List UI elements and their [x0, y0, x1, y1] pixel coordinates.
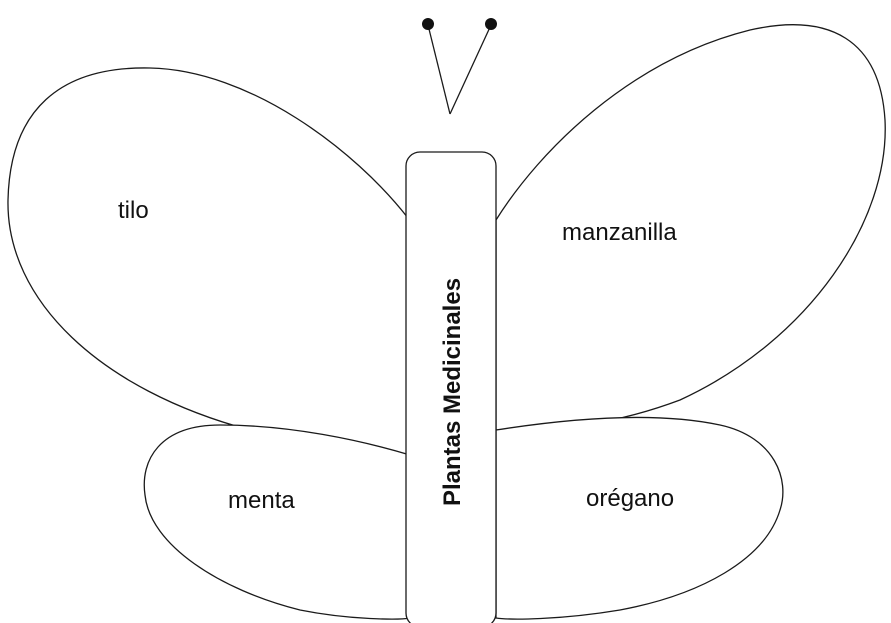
left-antenna-tip-icon	[422, 18, 434, 30]
butterfly-body	[405, 151, 497, 623]
upper-right-wing	[495, 24, 886, 431]
lower-left-wing	[143, 424, 411, 620]
label-upper-right-wing: manzanilla	[562, 219, 677, 246]
right-antenna	[449, 24, 492, 115]
label-lower-left-wing: menta	[228, 487, 295, 514]
label-upper-left-wing: tilo	[118, 197, 149, 224]
right-antenna-tip-icon	[485, 18, 497, 30]
left-antenna	[427, 24, 451, 115]
label-lower-right-wing: orégano	[586, 485, 674, 512]
lower-right-wing	[495, 416, 784, 620]
upper-left-wing	[7, 67, 411, 461]
diagram-title: Plantas Medicinales	[439, 278, 466, 506]
